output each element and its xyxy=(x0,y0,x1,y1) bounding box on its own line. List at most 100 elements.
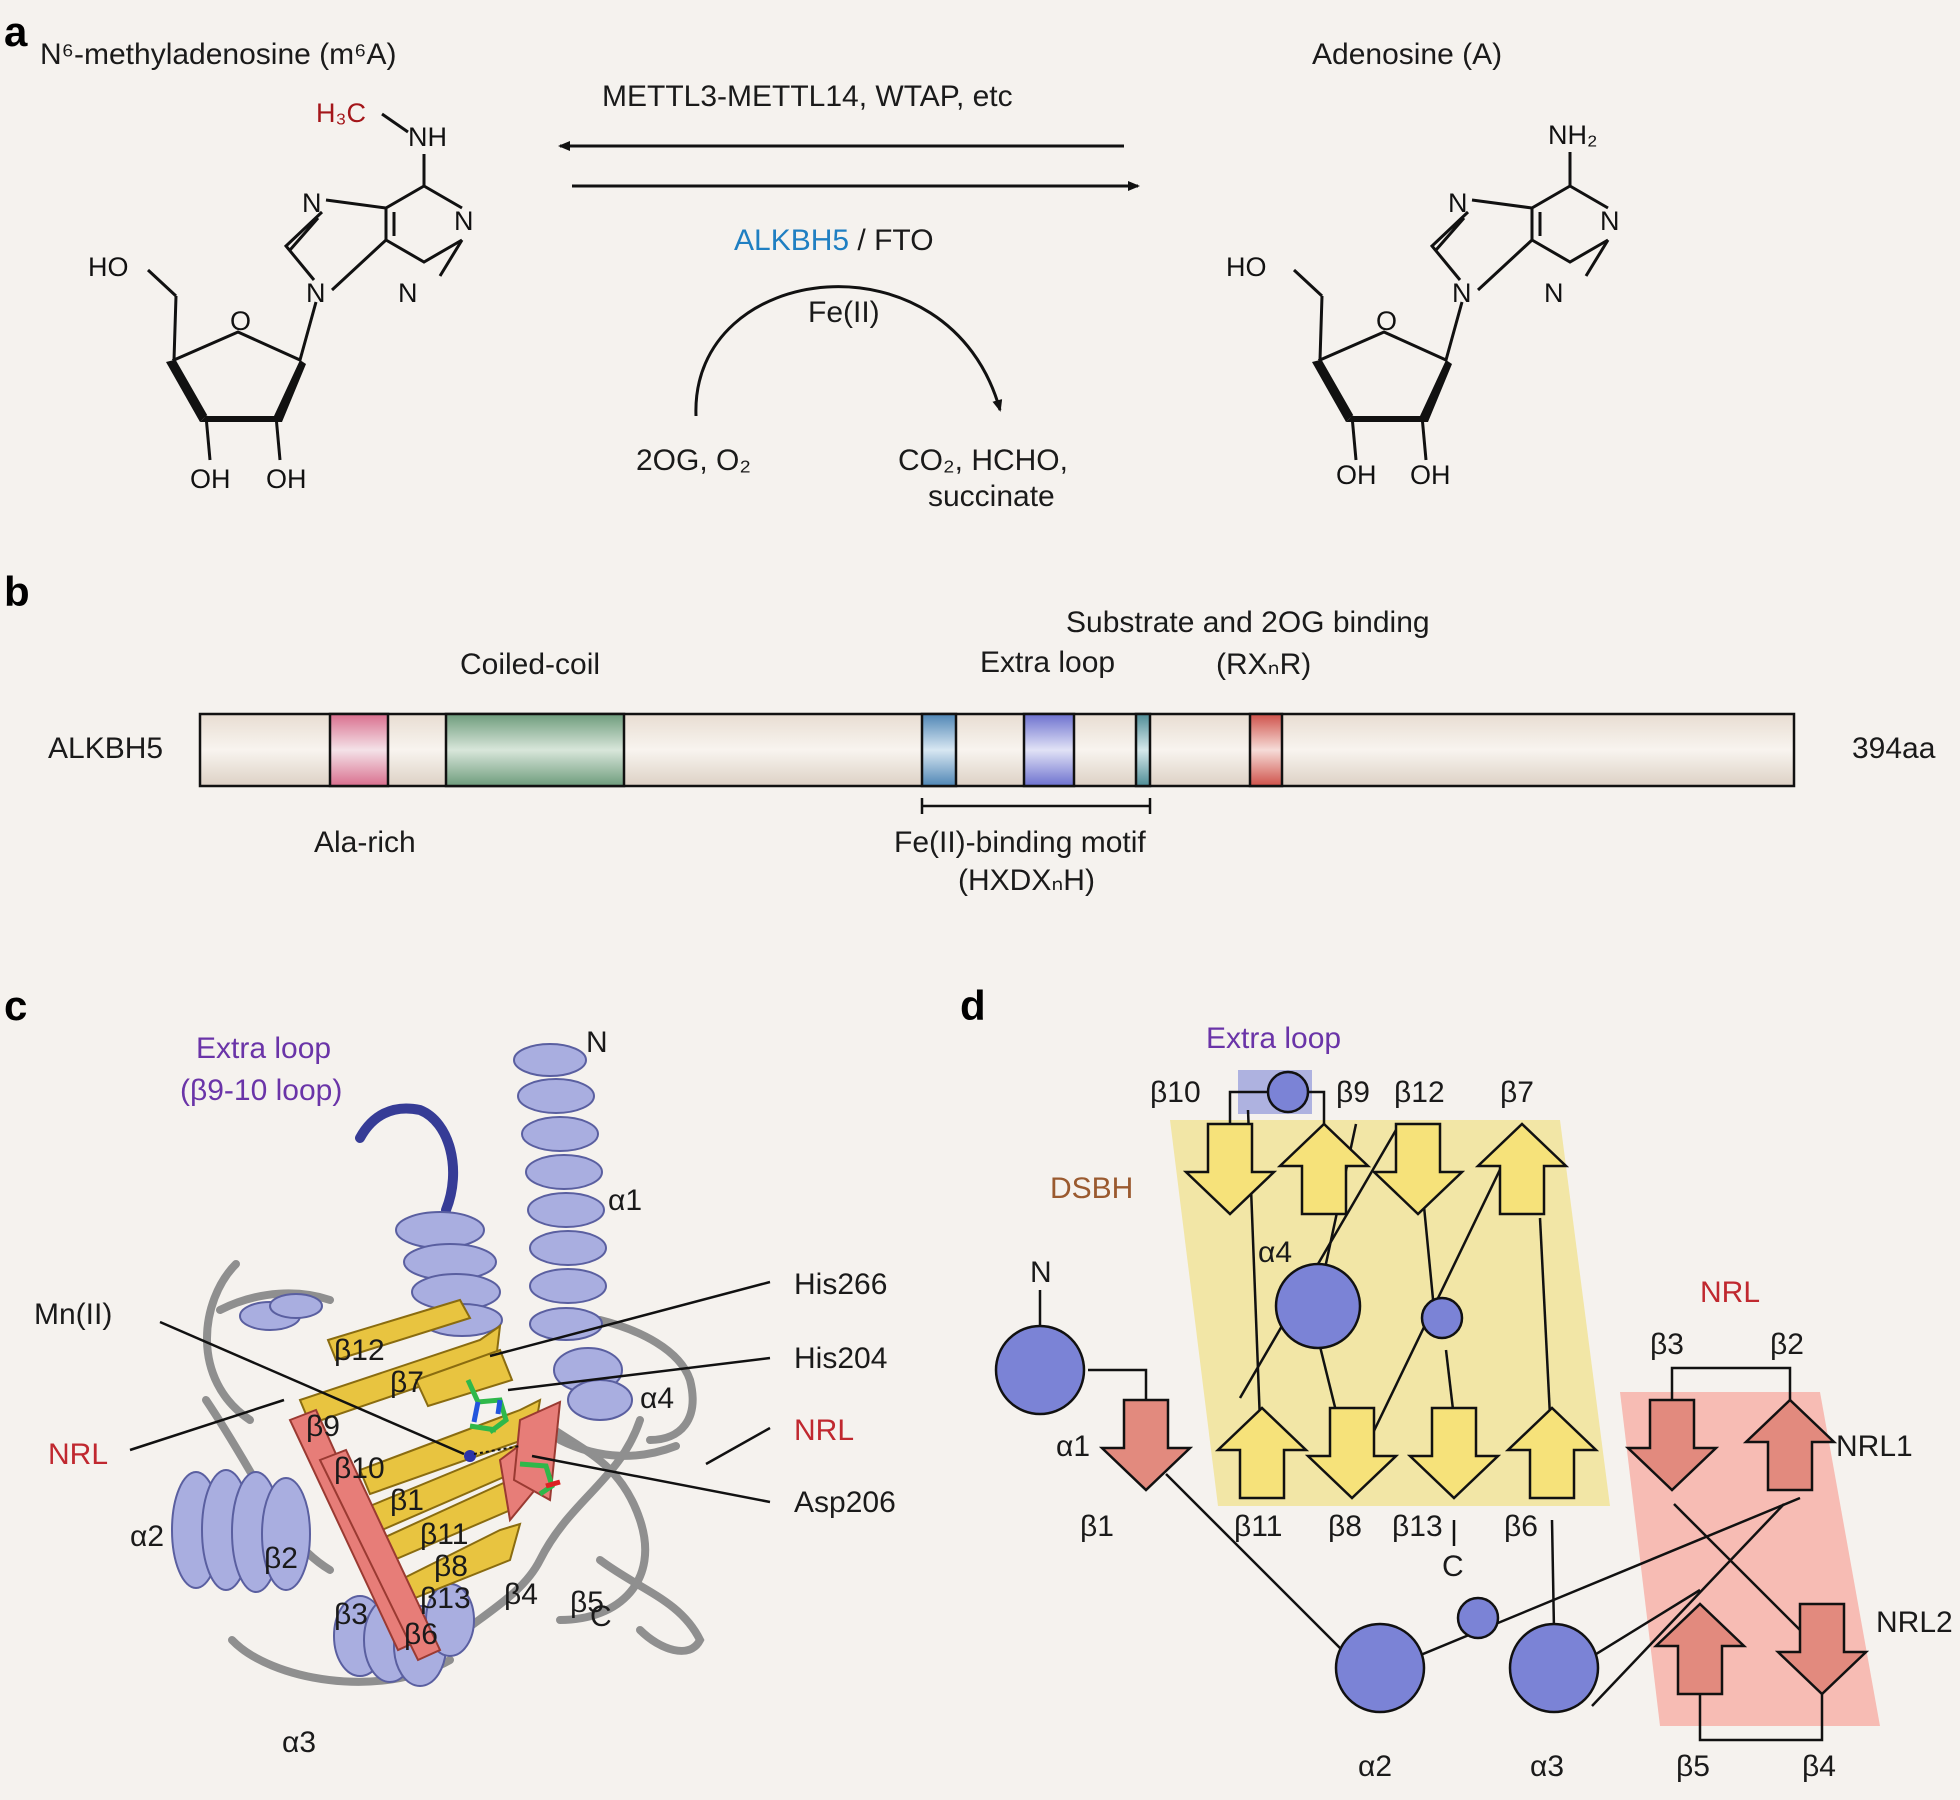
a-ribose-o-label: O xyxy=(1376,306,1397,336)
asp206-label: Asp206 xyxy=(794,1486,896,1519)
cofactor-curve-arrow xyxy=(694,285,1003,417)
ribose-o-label: O xyxy=(230,306,251,336)
a-n1-label: N xyxy=(1600,206,1620,236)
panel-label-b: b xyxy=(4,568,30,615)
nh-label: NH xyxy=(408,122,447,152)
fe-motif-line1: Fe(II)-binding motif xyxy=(894,826,1146,859)
helix-a3-label-c: α3 xyxy=(282,1726,316,1759)
helix-a1-label-c: α1 xyxy=(608,1184,642,1217)
his204-label: His204 xyxy=(794,1342,887,1375)
strand-b8-label-c: β8 xyxy=(434,1550,468,1583)
strand-b8-d xyxy=(1304,1406,1400,1500)
strand-b13-label-c: β13 xyxy=(420,1582,471,1615)
label-b12-d: β12 xyxy=(1394,1076,1445,1109)
fto-name: / FTO xyxy=(849,224,933,257)
eraser-label: ALKBH5 / FTO xyxy=(734,224,934,257)
strand-b4-d xyxy=(1774,1602,1870,1696)
strand-b5-label-c: β5 xyxy=(570,1586,604,1619)
helix-a4-c xyxy=(553,1347,633,1421)
writers-label: METTL3-METTL14, WTAP, etc xyxy=(602,80,1013,113)
fe-motif-bracket xyxy=(920,798,1152,814)
helix-a4-label-c: α4 xyxy=(640,1382,674,1415)
substrates-label: 2OG, O₂ xyxy=(636,444,751,477)
helix-small-nrl xyxy=(1456,1596,1500,1640)
extra-loop-domain xyxy=(1022,712,1076,788)
strand-b10-label-c: β10 xyxy=(334,1452,385,1485)
extra-loop-label-c1: Extra loop xyxy=(196,1032,331,1065)
strand-b1-label-c: β1 xyxy=(390,1484,424,1517)
protein-length: 394aa xyxy=(1852,732,1936,765)
nrl-label-c-left: NRL xyxy=(48,1438,108,1471)
fe-binding-site-2 xyxy=(1134,712,1152,788)
substrate-binding-site xyxy=(1248,712,1284,788)
c-terminus-label-d: C xyxy=(1442,1550,1464,1583)
fe-binding-site-1 xyxy=(920,712,958,788)
helix-a4-d xyxy=(1274,1262,1362,1350)
panel-label-d: d xyxy=(960,982,986,1029)
strand-b3-d xyxy=(1624,1398,1720,1492)
ala-rich-label: Ala-rich xyxy=(314,826,416,859)
label-b9-d: β9 xyxy=(1336,1076,1370,1109)
extra-loop-ribbon xyxy=(355,1103,459,1215)
nrl-label-c-right: NRL xyxy=(794,1414,854,1447)
label-b8-d: β8 xyxy=(1328,1510,1362,1543)
nrl-label-d: NRL xyxy=(1700,1276,1760,1309)
helix-a2-c xyxy=(171,1469,311,1593)
extra-loop-label-d: Extra loop xyxy=(1206,1022,1341,1055)
helix-small-dsbh xyxy=(1420,1296,1464,1340)
his266-label: His266 xyxy=(794,1268,887,1301)
nrl2-label: NRL2 xyxy=(1876,1606,1953,1639)
n3-label: N xyxy=(398,278,418,308)
panel-d: Extra loop DSBH NRL NRL1 NRL2 N C xyxy=(994,1022,1953,1783)
panel-c: Extra loop (β9-10 loop) N xyxy=(34,1026,896,1759)
label-b13-d: β13 xyxy=(1392,1510,1443,1543)
panel-label-c: c xyxy=(4,982,27,1029)
strand-b7-label-c: β7 xyxy=(390,1366,424,1399)
strand-b7-d xyxy=(1474,1122,1570,1216)
helix-extra-loop-d xyxy=(1266,1070,1310,1114)
active-site-c xyxy=(464,1378,561,1497)
protein-bar xyxy=(198,712,1796,788)
a-oh-label-2: OH xyxy=(1410,460,1451,490)
products-line2: succinate xyxy=(928,480,1055,513)
dsbh-region-box xyxy=(1170,1120,1610,1506)
helix-a1-c xyxy=(513,1043,607,1341)
nrl1-label: NRL1 xyxy=(1836,1430,1913,1463)
a-n3-label: N xyxy=(1544,278,1564,308)
methyl-label: H₃C xyxy=(316,98,366,128)
mn-label: Mn(II) xyxy=(34,1298,112,1331)
n1-label: N xyxy=(454,206,474,236)
n-terminus-label-c: N xyxy=(586,1026,608,1059)
n-terminus-label-d: N xyxy=(1030,1256,1052,1289)
strand-b9-label-c: β9 xyxy=(306,1410,340,1443)
strand-b11-label-c: β11 xyxy=(420,1518,468,1551)
adenosine-title: Adenosine (A) xyxy=(1312,38,1502,71)
strand-b3-label-c: β3 xyxy=(334,1598,368,1631)
helix-a1-d xyxy=(994,1324,1086,1416)
label-b4-d: β4 xyxy=(1802,1750,1836,1783)
coiled-coil-label: Coiled-coil xyxy=(460,648,600,681)
helix-a3-d xyxy=(1508,1622,1600,1714)
extra-loop-label-c2: (β9-10 loop) xyxy=(180,1074,342,1107)
small-helix-tl xyxy=(239,1293,323,1331)
protein-name: ALKBH5 xyxy=(48,732,163,765)
mn-ion xyxy=(464,1450,476,1462)
a-oh-label-1: OH xyxy=(1336,460,1377,490)
label-b10-d: β10 xyxy=(1150,1076,1201,1109)
strand-b1-d xyxy=(1098,1398,1194,1492)
n7-label: N xyxy=(302,188,322,218)
label-b3-d: β3 xyxy=(1650,1328,1684,1361)
fe-motif-line2: (HXDXₙH) xyxy=(958,864,1095,897)
cofactor-label: Fe(II) xyxy=(808,296,880,329)
panel-label-a: a xyxy=(4,8,28,55)
substrate-binding-line2: (RXₙR) xyxy=(1216,648,1311,681)
small-helix-c xyxy=(395,1211,503,1337)
label-a3-d: α3 xyxy=(1530,1750,1564,1783)
nh2-label: NH₂ xyxy=(1548,120,1597,150)
label-b11-d: β11 xyxy=(1234,1510,1282,1543)
adenosine-structure: NH₂ N N N N O HO OH OH xyxy=(1226,120,1620,490)
topology-dsbh-strands xyxy=(1182,1122,1600,1500)
strand-b2-label-c: β2 xyxy=(264,1542,298,1575)
label-b5-d: β5 xyxy=(1676,1750,1710,1783)
